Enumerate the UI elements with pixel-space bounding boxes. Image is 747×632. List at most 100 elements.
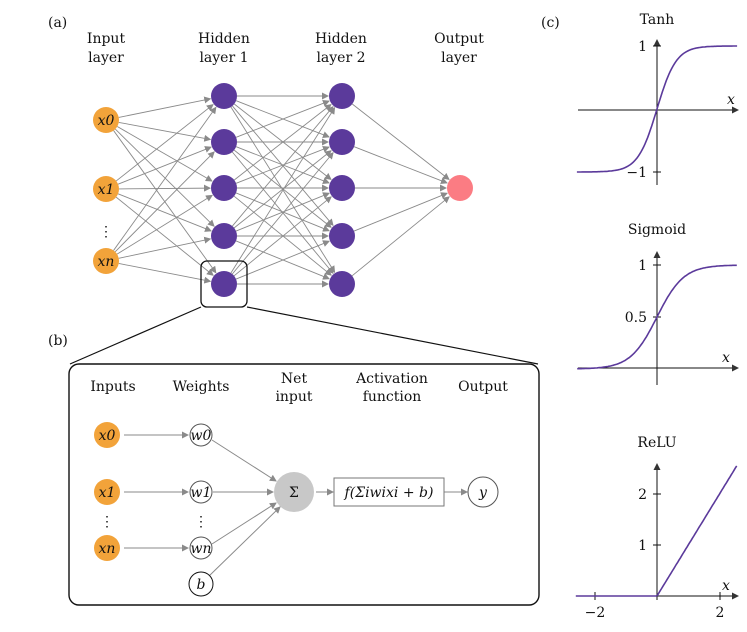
hidden1-node-4 (211, 271, 237, 297)
tanh-tick-neg1: −1 (626, 165, 647, 181)
header-net-input-2: input (275, 389, 312, 405)
panel-label-a: (a) (48, 15, 67, 31)
edge-h1n1-h2n0 (235, 100, 330, 138)
hidden1-node-0 (211, 83, 237, 109)
edge-h1n3-h2n1 (233, 150, 332, 229)
sigmoid-tick-1: 1 (638, 258, 647, 274)
output-label: y (478, 485, 488, 501)
hidden2-node-3 (329, 223, 355, 249)
edge-in1-h1n0 (115, 104, 214, 182)
tanh-x-label: x (727, 92, 735, 108)
input-ellipsis: ⋮ (99, 224, 113, 240)
weight-w0-label: w0 (191, 428, 212, 444)
edge-h1n3-h2n0 (232, 105, 334, 227)
edge-h1n4-h2n3 (235, 240, 330, 280)
header-activation-1: Activation (355, 371, 428, 387)
arrow-w0-sum (211, 439, 277, 482)
activation-expression: f(Σiwixi + b) (344, 485, 434, 501)
input-node-1 (93, 176, 119, 202)
weight-w1-label: w1 (191, 485, 212, 501)
edge-in1-h1n2 (118, 184, 212, 192)
edge-h1n0-h2n3 (232, 105, 334, 227)
edge-in1-h1n3 (117, 193, 212, 232)
weight-wn (189, 536, 213, 560)
tanh-curve (576, 45, 738, 173)
hidden1-node-3 (211, 223, 237, 249)
layer-title-output-1: Output (434, 31, 484, 47)
sigmoid-curve (577, 264, 737, 370)
arrow-wn-sum (211, 502, 277, 545)
arrow-b-sum (207, 506, 281, 578)
hidden2-node-4 (329, 271, 355, 297)
plot-title-relu: ReLU (637, 435, 676, 451)
input-node-label-0: x0 (98, 113, 115, 129)
edge-in1-h1n1 (117, 146, 212, 185)
sigmoid-x-label: x (722, 350, 730, 366)
network-diagram: Input layer Hidden layer 1 Hidden layer … (69, 31, 539, 365)
edge-in0-h1n0 (118, 96, 212, 118)
header-output: Output (458, 379, 508, 395)
edge-in2-h1n2 (116, 194, 213, 255)
relu-x-label: x (722, 578, 730, 594)
edge-h1n4-h2n1 (231, 151, 334, 275)
edge-h2n0-out (351, 103, 450, 181)
edge-h2n3-out (353, 192, 448, 232)
edge-h1n2-h2n1 (235, 146, 330, 184)
sigmoid-tick-05: 0.5 (625, 310, 647, 326)
relu-xtick-neg2: −2 (585, 605, 606, 621)
neuron-highlight-box (200, 260, 248, 308)
edge-h2n4-out (351, 196, 450, 277)
network-nodes: x0 x1 xn (93, 83, 473, 297)
input-node-label-2: xn (98, 254, 115, 270)
relu-xtick-2: 2 (716, 605, 725, 621)
edge-in2-h1n0 (113, 106, 217, 251)
weight-wn-label: wn (191, 541, 212, 557)
plot-title-tanh: Tanh (640, 12, 675, 28)
neuron-diagram: Inputs Weights Net input Activation func… (68, 363, 540, 606)
edge-in2-h1n1 (114, 151, 215, 253)
weight-w1 (189, 480, 213, 504)
edge-in1-h1n4 (115, 196, 214, 276)
hidden2-node-2 (329, 175, 355, 201)
edge-h1n3-h2n2 (235, 192, 330, 232)
edge-in2-h1n3 (118, 236, 212, 259)
input-node-label-1: x1 (98, 182, 115, 198)
layer-title-output-2: layer (441, 50, 477, 66)
sum-symbol: Σ (289, 485, 299, 501)
header-activation-2: function (363, 389, 422, 405)
activation-box (333, 477, 445, 507)
layer-title-hidden2-2: layer 2 (316, 50, 365, 66)
edge-in0-h1n1 (118, 121, 212, 142)
neuron-box (68, 363, 540, 606)
edge-in0-h1n3 (114, 128, 215, 227)
output-node-y (467, 476, 499, 508)
hidden2-node-1 (329, 129, 355, 155)
tanh-tick-1: 1 (638, 39, 647, 55)
relu-curve (575, 465, 738, 597)
header-weights: Weights (173, 379, 230, 395)
layer-title-input-2: layer (88, 50, 124, 66)
hidden2-node-0 (329, 83, 355, 109)
neuron-input-xn-label: xn (99, 541, 116, 557)
layer-title-hidden1-1: Hidden (198, 31, 250, 47)
edge-h2n1-out (353, 146, 448, 184)
layer-title-hidden1-2: layer 1 (199, 50, 248, 66)
zoom-line-left (69, 306, 202, 365)
header-net-input-1: Net (281, 371, 308, 387)
hidden1-node-1 (211, 129, 237, 155)
input-node-2 (93, 248, 119, 274)
neuron-input-x1-label: x1 (99, 485, 116, 501)
panel-label-b: (b) (48, 333, 68, 349)
network-edges (113, 92, 450, 288)
edge-h1n4-h2n2 (233, 196, 332, 277)
edge-in2-h1n4 (118, 263, 212, 284)
layer-title-input-1: Input (87, 31, 126, 47)
activation-plots: Tanh 1 −1 x Sigmoid 1 0.5 x ReLU 2 1 −2 … (575, 12, 739, 621)
hidden1-node-2 (211, 175, 237, 201)
panel-label-c: (c) (541, 15, 560, 31)
neuron-input-ellipsis: ⋮ (100, 514, 114, 530)
edge-h1n2-h2n0 (233, 103, 332, 181)
neuron-input-x0-label: x0 (99, 428, 116, 444)
plot-title-sigmoid: Sigmoid (628, 222, 686, 238)
